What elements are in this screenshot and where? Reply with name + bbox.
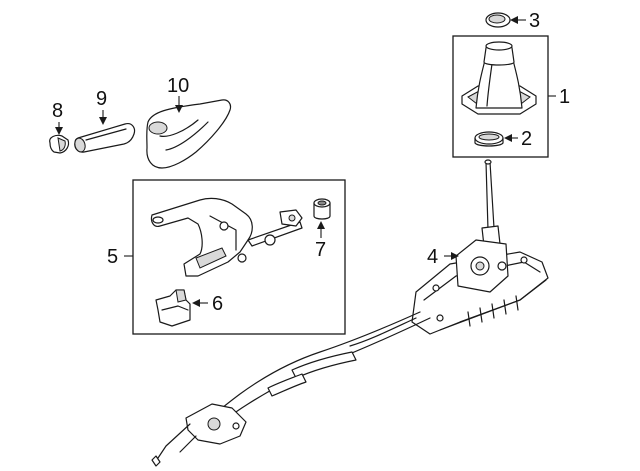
callout-1: 1	[559, 86, 570, 108]
sleeve-part-9	[74, 123, 136, 153]
knob-boot-group	[452, 12, 549, 158]
cap-part-8	[49, 134, 70, 154]
callout-7: 7	[315, 239, 326, 261]
shifter-assembly	[411, 159, 549, 335]
callout-6: 6	[212, 293, 223, 315]
switch-part-6	[155, 289, 191, 327]
clamp-ring	[474, 131, 504, 147]
callout-9: 9	[96, 88, 107, 110]
callout-10: 10	[167, 75, 189, 97]
callout-4: 4	[427, 246, 438, 268]
group-box-5	[132, 179, 346, 335]
shift-cables	[151, 311, 431, 467]
callout-8: 8	[52, 100, 63, 122]
callout-2: 2	[521, 128, 532, 150]
callout-5: 5	[107, 246, 118, 268]
cap-part	[485, 12, 511, 28]
bushing-part-7	[313, 198, 331, 220]
handle-boot-part-10	[146, 99, 232, 169]
callout-3: 3	[529, 10, 540, 32]
shift-lever-bracket	[150, 197, 303, 277]
